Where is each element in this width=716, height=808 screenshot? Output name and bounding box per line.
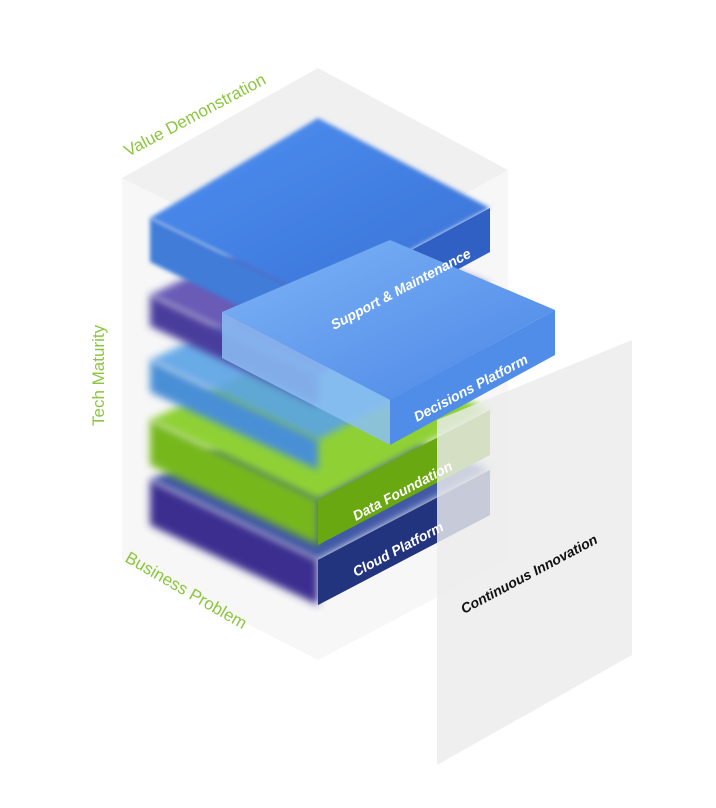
continuous-innovation-panel <box>437 340 632 765</box>
layer-decisions-platform <box>222 240 555 445</box>
axis-label-tech-maturity: Tech Maturity <box>89 324 108 426</box>
